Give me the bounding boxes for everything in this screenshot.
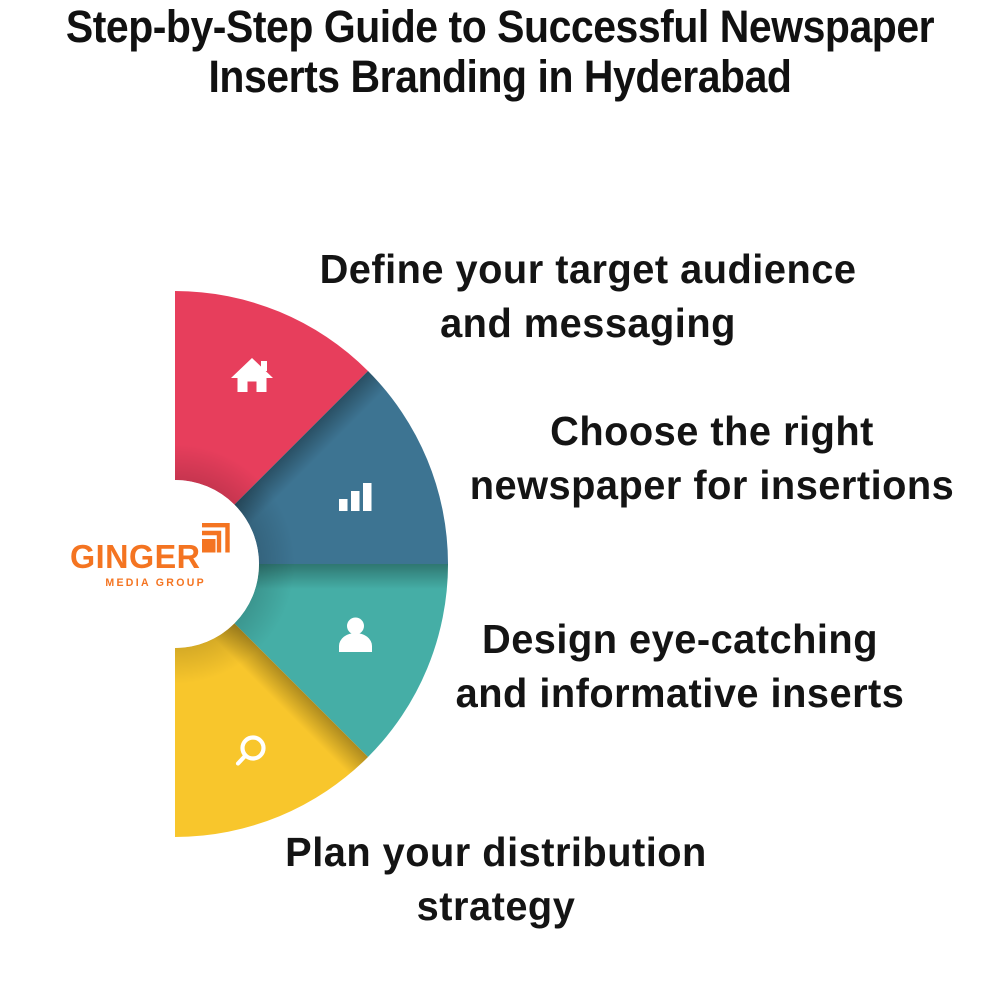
page-title: Step-by-Step Guide to Successful Newspap… xyxy=(65,1,935,102)
segment-step-2-shadow xyxy=(234,371,448,564)
search-icon xyxy=(235,735,266,766)
donut-hole xyxy=(91,480,259,648)
logo-name: GINGER xyxy=(70,538,201,575)
step-3-label: Design eye-catching and informative inse… xyxy=(455,616,905,716)
step-2-label: Choose the right newspaper for insertion… xyxy=(469,408,955,508)
segment-step-1 xyxy=(175,291,368,505)
logo-stacked-pages-icon xyxy=(202,523,230,553)
bar-chart-icon xyxy=(339,483,372,511)
logo-subtitle: MEDIA GROUP xyxy=(105,577,206,589)
logo: GINGER MEDIA GROUP xyxy=(70,540,206,589)
segment-step-4-shadow xyxy=(175,623,368,837)
step-4-label: Plan your distribution strategy xyxy=(285,829,707,929)
segment-step-3-shadow xyxy=(234,564,448,757)
step-1-label: Define your target audience and messagin… xyxy=(319,246,857,346)
home-icon xyxy=(231,358,273,392)
person-icon xyxy=(339,617,372,652)
